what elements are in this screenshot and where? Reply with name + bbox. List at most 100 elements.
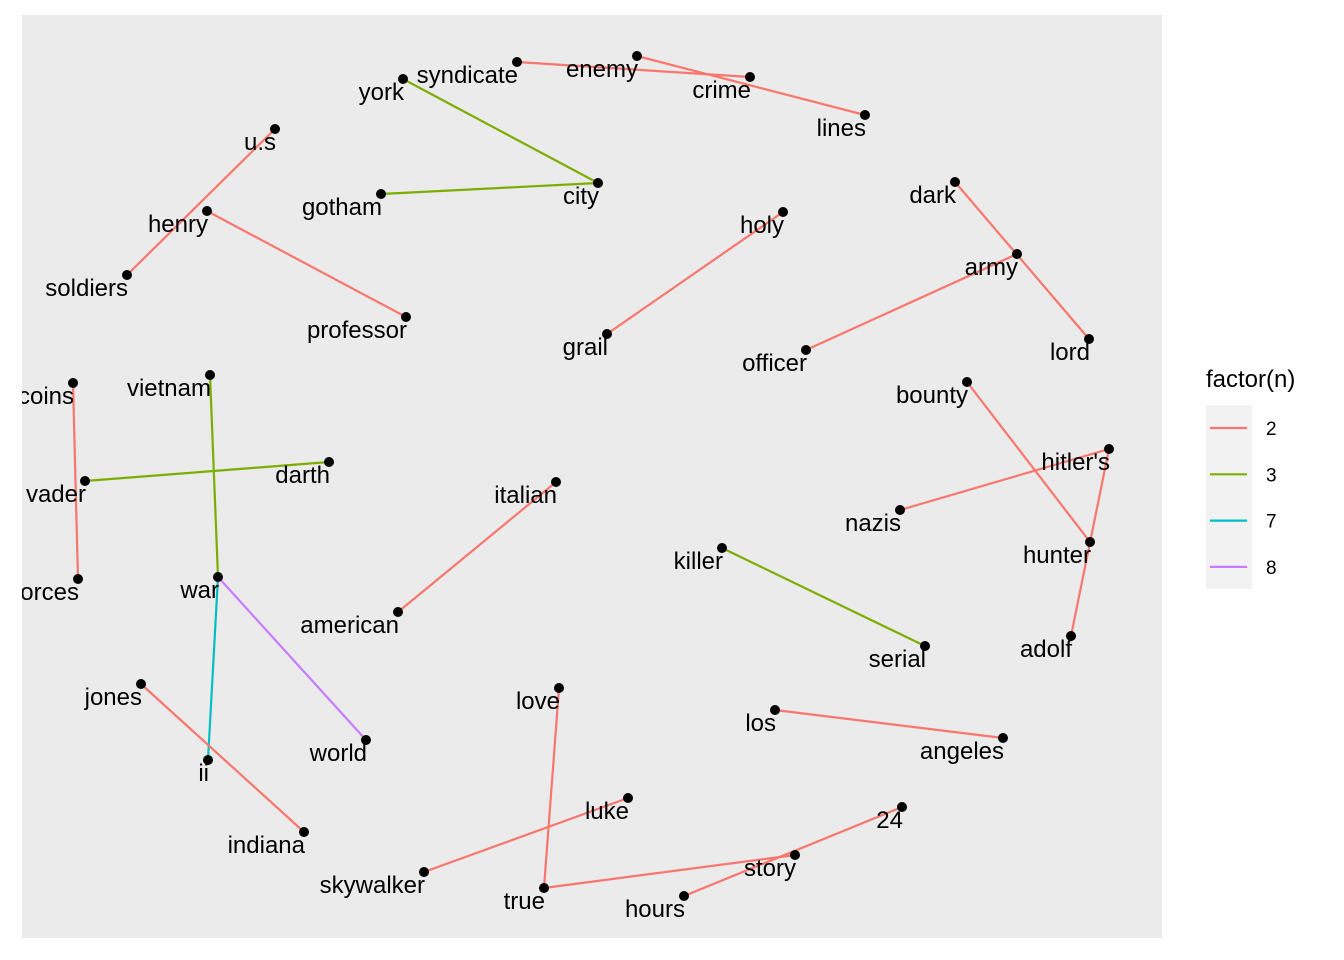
node-nazis <box>895 505 905 515</box>
node-label: bounty <box>896 382 968 409</box>
node-label: 24 <box>876 807 903 834</box>
node-label: gotham <box>302 194 382 221</box>
node-italian <box>551 477 561 487</box>
node-los <box>770 705 780 715</box>
edge-luke-skywalker <box>423 796 629 874</box>
node-label: jones <box>84 684 142 711</box>
node-label: lines <box>817 115 866 142</box>
node-york <box>398 74 408 84</box>
legend-title: factor(n) <box>1206 366 1295 393</box>
node-label: american <box>300 612 399 639</box>
plot-panel <box>22 15 1162 938</box>
legend-label: 7 <box>1266 512 1277 533</box>
node-label: hitler's <box>1041 449 1110 476</box>
edge-killer-serial <box>721 547 926 647</box>
node-angeles <box>998 733 1008 743</box>
node-army <box>1012 249 1022 259</box>
node-label: killer <box>674 548 723 575</box>
legend-label: 2 <box>1266 419 1277 440</box>
node-label: nazis <box>845 510 901 537</box>
node-vietnam <box>205 370 215 380</box>
node-lord <box>1084 334 1094 344</box>
edge-u.s-soldiers <box>126 128 276 276</box>
edge-jones-indiana <box>140 683 305 833</box>
node-ii <box>203 755 213 765</box>
node-u.s <box>270 124 280 134</box>
node-darth <box>324 457 334 467</box>
node-hitler's <box>1104 444 1114 454</box>
node-true <box>539 883 549 893</box>
node-label: hours <box>625 896 685 923</box>
node-label: soldiers <box>45 275 128 302</box>
node-label: grail <box>563 334 608 361</box>
node-label: italian <box>494 482 557 509</box>
legend: factor(n) 2 3 7 8 <box>1206 366 1295 589</box>
node-city <box>593 178 603 188</box>
node-label: u.s <box>244 129 276 156</box>
edge-army-officer <box>805 252 1018 352</box>
node-label: true <box>504 888 545 915</box>
edge-vader-darth <box>84 460 330 483</box>
node-label: lord <box>1050 339 1090 366</box>
edge-vietnam-war <box>208 374 220 578</box>
edge-los-angeles <box>774 708 1004 740</box>
node-professor <box>401 312 411 322</box>
node-label: york <box>359 79 405 106</box>
edge-dark-lord <box>954 181 1090 340</box>
nodes-layer <box>68 51 1114 901</box>
node-label: ii <box>198 760 209 787</box>
legend-label: 8 <box>1266 558 1277 579</box>
edge-war-ii <box>206 576 220 761</box>
node-label: dark <box>909 182 957 209</box>
node-label: serial <box>869 646 926 673</box>
edge-york-city <box>402 78 599 184</box>
node-label: vietnam <box>127 375 211 402</box>
node-hunter <box>1085 537 1095 547</box>
node-war <box>213 572 223 582</box>
node-label: enemy <box>566 56 638 83</box>
node-label: angeles <box>920 738 1004 765</box>
edge-holy-grail <box>606 211 784 335</box>
node-label: city <box>563 183 599 210</box>
node-label: henry <box>148 211 208 238</box>
node-label: darth <box>275 462 330 489</box>
node-label: war <box>179 577 219 604</box>
node-crime <box>745 72 755 82</box>
node-american <box>393 607 403 617</box>
node-world <box>361 735 371 745</box>
node-label: los <box>745 710 776 737</box>
node-label: officer <box>742 350 807 377</box>
edges-layer <box>71 54 1111 898</box>
node-lines <box>860 110 870 120</box>
node-serial <box>920 641 930 651</box>
node-forces <box>73 574 83 584</box>
node-label: adolf <box>1020 636 1072 663</box>
node-gotham <box>376 189 386 199</box>
edge-hitler's-nazis <box>899 447 1110 512</box>
node-story <box>790 850 800 860</box>
node-killer <box>717 543 727 553</box>
node-label: indiana <box>228 832 306 859</box>
edge-bounty-hunter <box>966 381 1091 543</box>
node-dark <box>950 177 960 187</box>
node-adolf <box>1066 631 1076 641</box>
node-label: coins <box>18 383 74 410</box>
node-grail <box>602 329 612 339</box>
edge-henry-professor <box>206 210 407 318</box>
node-love <box>554 683 564 693</box>
node-vader <box>80 476 90 486</box>
node-label: holy <box>740 212 784 239</box>
node-jones <box>136 679 146 689</box>
node-label: forces <box>14 579 79 606</box>
edge-coins-forces <box>71 382 80 580</box>
node-henry <box>202 206 212 216</box>
edge-enemy-lines <box>636 54 866 117</box>
edge-war-world <box>217 576 367 741</box>
node-label: vader <box>26 481 86 508</box>
node-coins <box>68 378 78 388</box>
node-luke <box>623 793 633 803</box>
node-hours <box>679 891 689 901</box>
legend-label: 3 <box>1266 465 1277 486</box>
